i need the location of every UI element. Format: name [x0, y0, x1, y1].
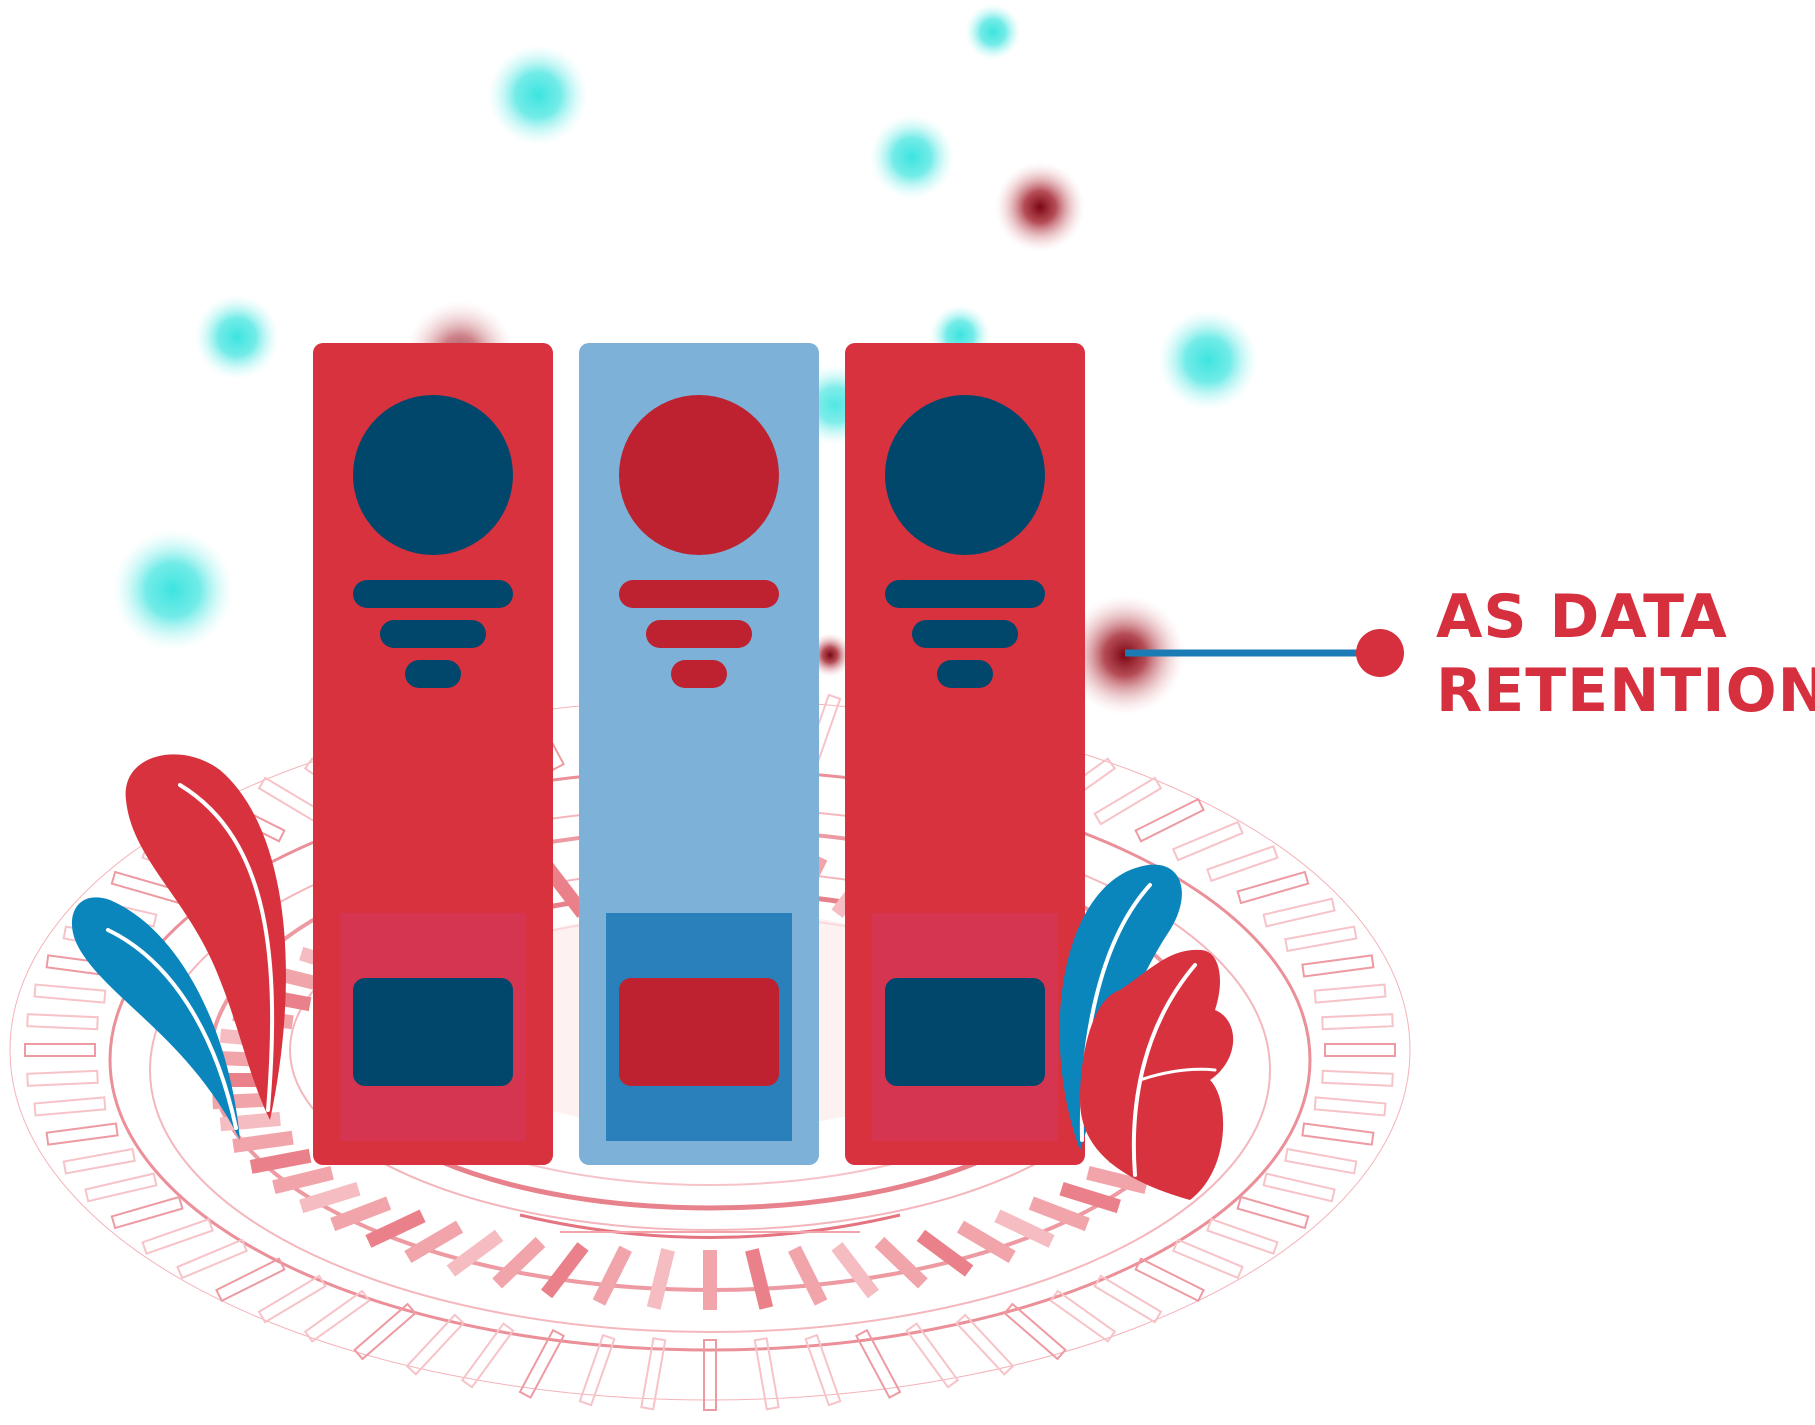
- label-line-2: RETENTION: [1436, 656, 1815, 726]
- binder-icon: [845, 343, 1085, 1165]
- label-line-1: AS DATA: [1436, 582, 1728, 652]
- leaf-icon: [1059, 864, 1234, 1200]
- binder-icon: [579, 343, 819, 1165]
- binder-icon: [313, 343, 553, 1165]
- leaf-icon: [71, 754, 286, 1140]
- vertical-lines: [169, 90, 1189, 960]
- data-retention-label: AS DATA RETENTION: [1436, 580, 1815, 728]
- callout-connector: [1125, 629, 1404, 677]
